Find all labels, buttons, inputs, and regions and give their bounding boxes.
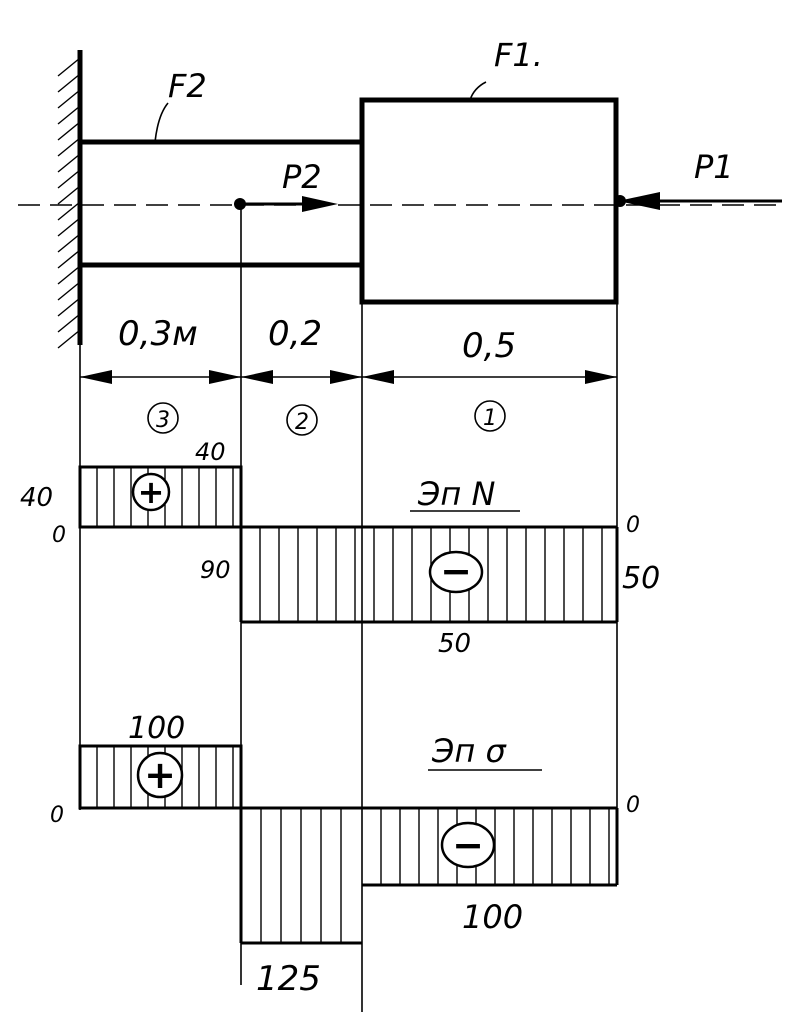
force-p1-arrow: [614, 192, 782, 210]
section-marker-2: 2: [286, 404, 318, 436]
wall-hatch-line: [57, 217, 81, 237]
section-marker-1: 1: [474, 400, 506, 432]
diagram-sigma-title: Эп σ: [431, 732, 507, 770]
wall-hatch-line: [57, 281, 81, 301]
sigma-minus-sign: −: [440, 821, 496, 869]
wall-hatch-line: [57, 201, 81, 221]
f1-leader: [469, 81, 487, 101]
f1-label: F1.: [494, 36, 543, 74]
wall-hatch-line: [57, 89, 81, 109]
large-section-outline: [359, 97, 619, 305]
sigma-s1-bottom-value: 100: [462, 898, 523, 936]
dimension-line: [80, 370, 617, 384]
wall-hatch-line: [57, 137, 81, 157]
svg-text:−: −: [452, 823, 484, 867]
wall-hatch-line: [57, 105, 81, 125]
svg-text:+: +: [138, 473, 165, 511]
n-right-value-zero: 0: [626, 513, 640, 538]
wall-hatch-line: [57, 153, 81, 173]
force-p2-label: P2: [282, 158, 322, 196]
f2-leader: [154, 102, 169, 143]
diagram-sigma: [78, 744, 619, 945]
force-p2-arrow: [234, 196, 338, 212]
n-minus-sign: −: [428, 549, 484, 594]
n-plus-sign: +: [131, 472, 171, 512]
wall-hatch-line: [57, 73, 81, 93]
n-s3-top-value: 40: [195, 438, 226, 466]
wall-hatch-line: [57, 169, 81, 189]
wall-hatch-line: [57, 57, 81, 77]
small-section-outline: [80, 139, 362, 268]
wall-hatch-line: [57, 249, 81, 269]
svg-text:+: +: [144, 753, 176, 797]
wall-hatch-line: [57, 297, 81, 317]
n-right-value-50: 50: [622, 561, 660, 596]
svg-text:−: −: [440, 549, 472, 593]
dimension-section-3: 0,3м: [118, 314, 198, 354]
wall-hatch-line: [57, 329, 81, 349]
wall-hatch-line: [57, 265, 81, 285]
n-s2-value: 90: [200, 556, 231, 584]
force-p1-label: P1: [694, 148, 734, 186]
n-left-value-zero: 0: [52, 523, 66, 548]
wall-support: [57, 50, 83, 349]
n-left-value-top: 40: [20, 483, 53, 513]
diagram-n-title: Эп N: [417, 475, 495, 513]
wall-hatch-line: [57, 185, 81, 205]
wall-hatch-line: [57, 233, 81, 253]
sigma-s2-bottom-value: 125: [256, 959, 321, 999]
svg-text:1: 1: [483, 406, 497, 431]
diagram-n: [78, 465, 619, 624]
dimension-section-1: 0,5: [462, 326, 516, 366]
f2-label: F2: [168, 67, 207, 105]
sigma-s3-top-value: 100: [128, 711, 185, 746]
sigma-plus-sign: +: [136, 751, 184, 799]
section-marker-3: 3: [147, 402, 179, 434]
wall-hatch-line: [57, 121, 81, 141]
svg-text:2: 2: [295, 410, 309, 435]
n-bottom-value: 50: [438, 629, 471, 659]
sigma-left-value-zero: 0: [50, 803, 64, 828]
wall-hatch-line: [57, 313, 81, 333]
dimension-section-2: 0,2: [268, 314, 322, 354]
sigma-right-value-zero: 0: [626, 793, 640, 818]
svg-text:3: 3: [156, 408, 170, 433]
